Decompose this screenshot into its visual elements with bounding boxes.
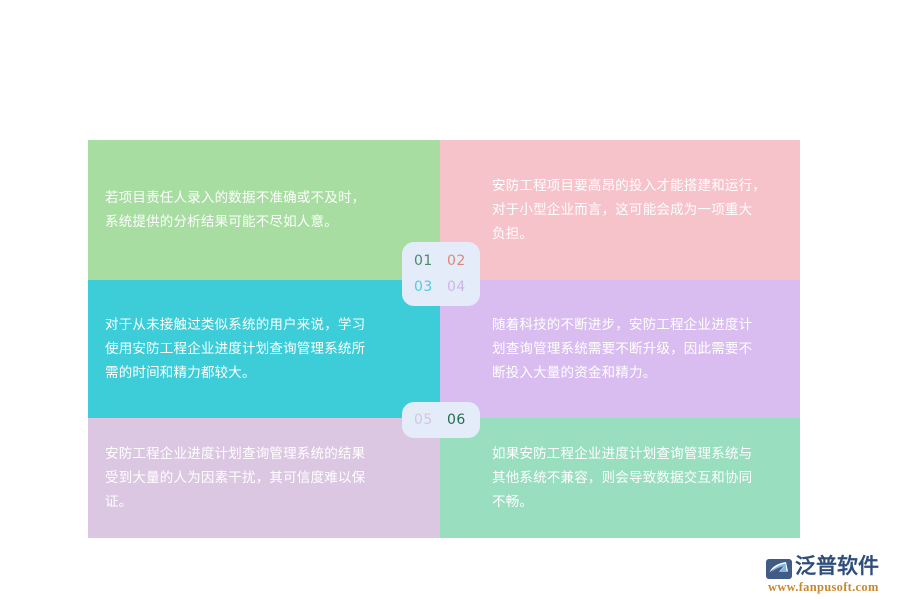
panel-06: 如果安防工程企业进度计划查询管理系统与 其他系统不兼容，则会导致数据交互和协同 … xyxy=(440,418,800,538)
panel-03: 对于从未接触过类似系统的用户来说，学习 使用安防工程企业进度计划查询管理系统所 … xyxy=(88,280,440,418)
badge-number-04: 04 xyxy=(447,279,466,295)
panel-01: 若项目责任人录入的数据不准确或不及时， 系统提供的分析结果可能不尽如人意。 xyxy=(88,140,440,280)
panel-02-text: 安防工程项目要高昂的投入才能搭建和运行， 对于小型企业而言，这可能会成为一项重大… xyxy=(492,178,766,241)
panel-06-text: 如果安防工程企业进度计划查询管理系统与 其他系统不兼容，则会导致数据交互和协同 … xyxy=(492,446,753,509)
infographic-grid: 若项目责任人录入的数据不准确或不及时， 系统提供的分析结果可能不尽如人意。 安防… xyxy=(88,140,800,538)
panel-05-text: 安防工程企业进度计划查询管理系统的结果 受到大量的人为因素干扰，其可信度难以保 … xyxy=(105,446,366,509)
badge-number-02: 02 xyxy=(447,253,466,269)
panel-04: 随着科技的不断进步，安防工程企业进度计 划查询管理系统需要不断升级，因此需要不 … xyxy=(440,280,800,418)
number-badge-bottom: 05 06 xyxy=(402,402,480,438)
panel-05: 安防工程企业进度计划查询管理系统的结果 受到大量的人为因素干扰，其可信度难以保 … xyxy=(88,418,440,538)
watermark: 泛普软件 www.fanpusoft.com xyxy=(766,555,896,598)
panel-04-text: 随着科技的不断进步，安防工程企业进度计 划查询管理系统需要不断升级，因此需要不 … xyxy=(492,317,753,380)
brand-url: www.fanpusoft.com xyxy=(768,580,879,594)
number-badge-top: 01 02 03 04 xyxy=(402,242,480,306)
panel-03-text: 对于从未接触过类似系统的用户来说，学习 使用安防工程企业进度计划查询管理系统所 … xyxy=(105,317,366,380)
badge-number-05: 05 xyxy=(414,412,433,428)
panel-01-text: 若项目责任人录入的数据不准确或不及时， 系统提供的分析结果可能不尽如人意。 xyxy=(105,190,366,229)
fanpu-logo-icon xyxy=(766,557,792,581)
panel-02: 安防工程项目要高昂的投入才能搭建和运行， 对于小型企业而言，这可能会成为一项重大… xyxy=(440,140,800,280)
badge-number-06: 06 xyxy=(447,412,466,428)
badge-number-01: 01 xyxy=(414,253,433,269)
badge-number-03: 03 xyxy=(414,279,433,295)
brand-name: 泛普软件 xyxy=(795,555,879,578)
